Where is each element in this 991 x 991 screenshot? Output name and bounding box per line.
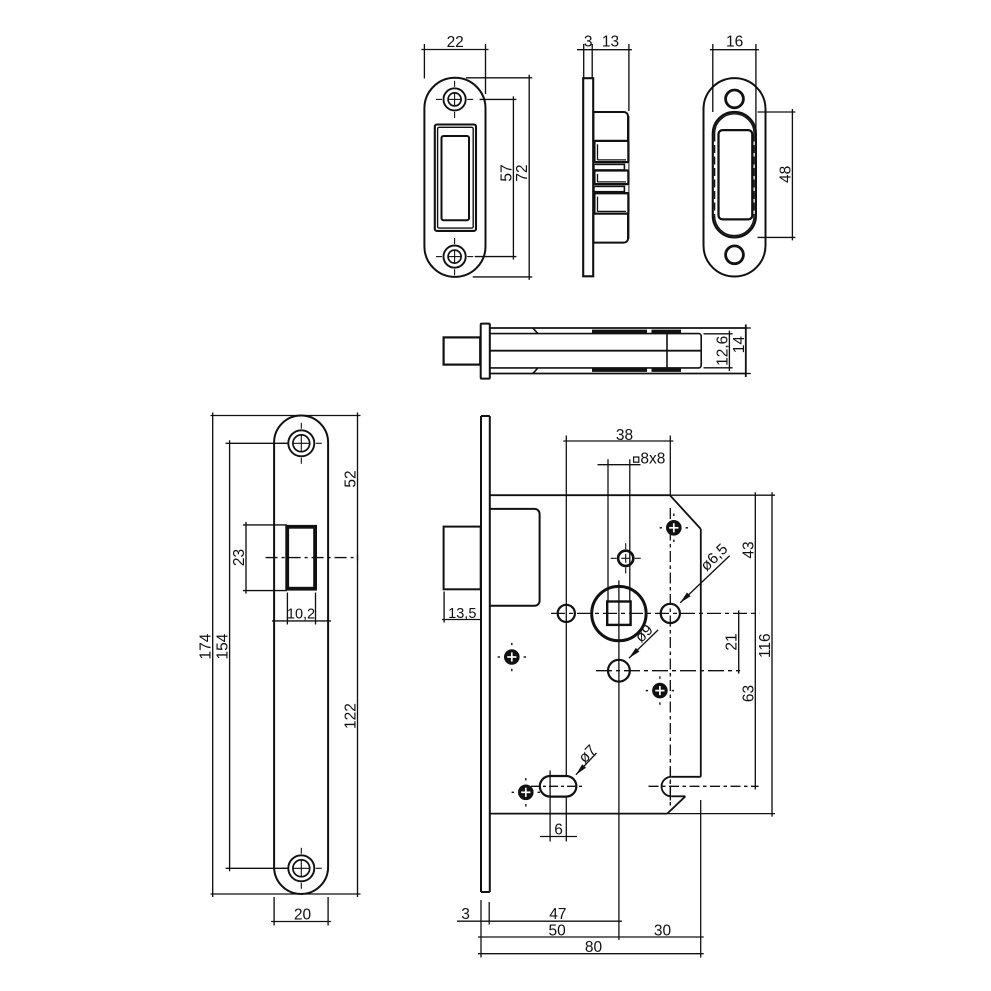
svg-text:174: 174 [198, 633, 215, 659]
svg-text:48: 48 [777, 166, 794, 183]
svg-text:3: 3 [461, 906, 470, 923]
svg-text:12,6: 12,6 [714, 336, 731, 366]
svg-text:52: 52 [343, 470, 360, 487]
svg-text:63: 63 [740, 685, 757, 702]
svg-text:13,5: 13,5 [448, 606, 476, 622]
svg-text:122: 122 [343, 703, 360, 729]
svg-text:116: 116 [757, 633, 774, 658]
svg-text:21: 21 [724, 633, 741, 650]
svg-text:22: 22 [447, 34, 464, 51]
svg-text:154: 154 [215, 633, 232, 659]
svg-text:10,2: 10,2 [287, 607, 315, 623]
svg-text:20: 20 [294, 907, 312, 924]
svg-text:47: 47 [549, 906, 566, 923]
svg-text:6: 6 [554, 822, 563, 839]
svg-text:57: 57 [498, 164, 515, 181]
svg-text:43: 43 [740, 541, 757, 558]
svg-text:23: 23 [231, 549, 248, 566]
svg-text:14: 14 [731, 336, 748, 354]
svg-text:16: 16 [726, 34, 743, 51]
svg-text:80: 80 [585, 939, 603, 956]
svg-text:3: 3 [584, 34, 593, 51]
svg-text:30: 30 [654, 923, 672, 940]
svg-text:38: 38 [616, 427, 633, 444]
svg-text:50: 50 [548, 923, 566, 940]
svg-text:72: 72 [514, 164, 531, 181]
svg-text:13: 13 [602, 34, 619, 51]
svg-text:8x8: 8x8 [640, 451, 665, 468]
